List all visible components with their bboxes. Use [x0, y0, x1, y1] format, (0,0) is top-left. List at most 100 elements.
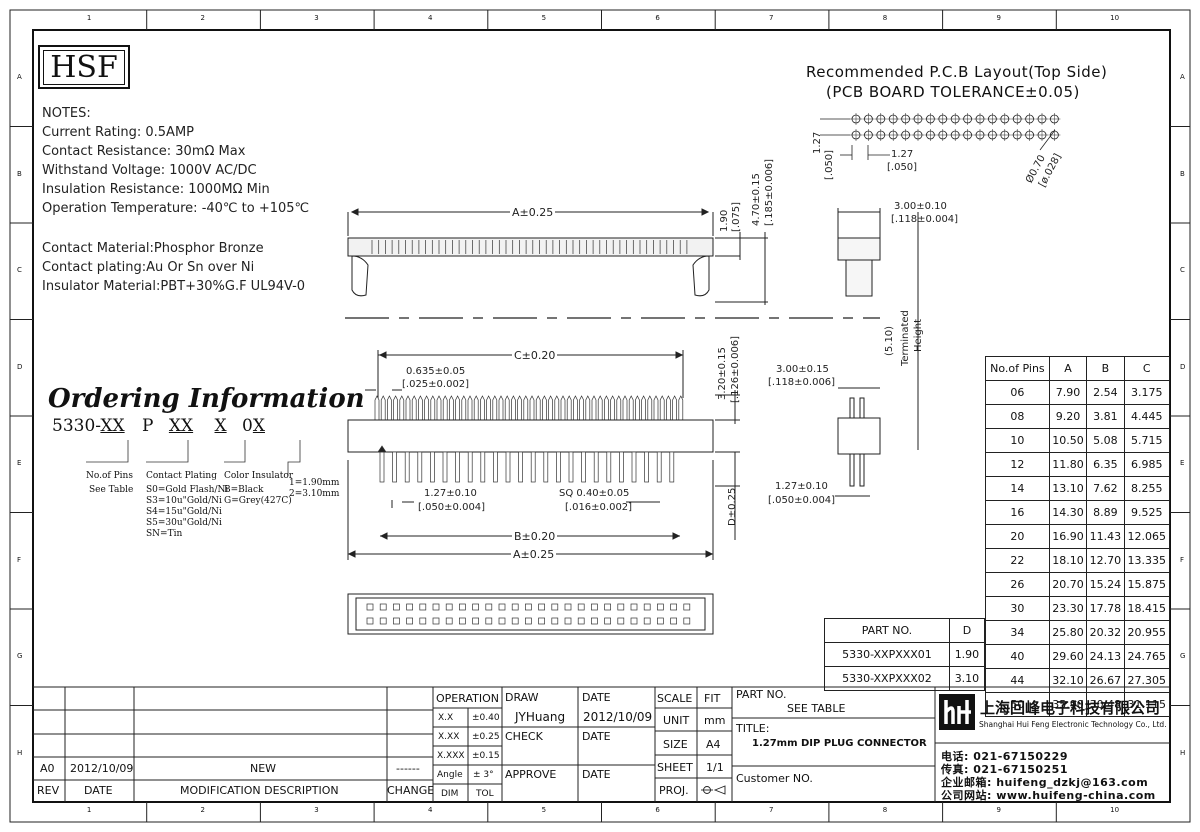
pin-table-cell: 40	[985, 644, 1050, 669]
dim-side-w-in: [.118±0.004]	[891, 214, 959, 225]
pin-table-cell: 9.525	[1123, 500, 1171, 525]
rev-row-change: ------	[396, 762, 420, 775]
lower-contact-pin	[581, 451, 586, 483]
title-label: TITLE:	[736, 722, 770, 735]
pin-table-cell: 11.80	[1048, 452, 1088, 477]
company-name-cn: 上海回峰电子科技有限公司	[980, 699, 1161, 717]
height-option: 1=1.90mm	[289, 478, 340, 488]
material-line: Contact Material:Phosphor Bronze	[42, 241, 264, 256]
tol-row-1-val: ±0.25	[472, 732, 500, 742]
logo-text: HSF	[43, 49, 125, 85]
upper-contact-pin	[591, 395, 597, 420]
pin-table-cell: 30	[985, 596, 1050, 621]
frame-column-label: 9	[996, 14, 1001, 22]
upper-contact-pin	[542, 395, 547, 420]
pins-label: No.of Pins	[86, 471, 133, 481]
frame-column-label: 6	[655, 806, 660, 814]
dim-a-bottom: A±0.25	[511, 548, 557, 561]
upper-contact-pin	[597, 395, 603, 420]
upper-contact-pin	[659, 395, 665, 420]
lower-contact-pin	[417, 451, 423, 483]
upper-contact-pin	[548, 395, 553, 420]
upper-contact-pin	[504, 395, 510, 420]
bottom-contact-hole	[498, 617, 506, 625]
upper-contact-pin	[436, 395, 442, 420]
bottom-contact-hole	[432, 603, 440, 611]
bottom-contact-hole	[445, 617, 453, 625]
frame-column-label: 7	[769, 14, 774, 22]
code-color: X	[214, 416, 227, 436]
bottom-contact-hole	[485, 603, 493, 611]
frame-column-label: 10	[1110, 14, 1120, 22]
dim-c: C±0.20	[512, 349, 558, 362]
sheet-label: SHEET	[657, 761, 693, 774]
frame-column-label: 8	[882, 14, 888, 22]
note-line: Insulation Resistance: 1000MΩ Min	[42, 182, 270, 197]
upper-contact-pin	[616, 395, 622, 420]
plating-label: Contact Plating	[146, 471, 217, 481]
upper-contact-pin	[579, 395, 584, 420]
bottom-contact-hole	[551, 603, 559, 611]
tol-row-3-val: ± 3°	[473, 770, 494, 780]
pin-table-cell: 12	[985, 452, 1050, 477]
pin-table-cell: 06	[985, 380, 1050, 405]
dim-pin-w-in: [.025±0.002]	[402, 379, 470, 390]
company-email: 企业邮箱: huifeng_dzkj@163.com	[941, 776, 1149, 789]
bottom-contact-hole	[379, 603, 387, 611]
code-type: P	[142, 416, 154, 436]
fit-label: FIT	[704, 692, 721, 705]
lower-contact-pin	[644, 451, 649, 483]
pin-table-cell: 13.335	[1123, 548, 1171, 573]
upper-contact-pin	[480, 395, 485, 420]
rev-row-date: 2012/10/09	[70, 762, 134, 775]
bottom-contact-hole	[657, 603, 664, 611]
bottom-contact-hole	[419, 603, 427, 611]
frame-row-label: F	[1180, 555, 1185, 564]
plating-option: S5=30u"Gold/Ni	[146, 518, 222, 528]
pin-table-cell: 2.54	[1086, 380, 1125, 405]
pin-table-cell: 17.78	[1086, 596, 1125, 621]
upper-contact-pin	[628, 395, 634, 420]
frame-row-label: F	[17, 555, 22, 564]
bottom-contact-hole	[459, 617, 466, 625]
lower-contact-pin	[619, 451, 624, 483]
lower-contact-pin	[392, 451, 397, 483]
upper-contact-pin	[411, 395, 417, 420]
rev-row-desc: NEW	[250, 762, 277, 775]
lower-contact-pin	[556, 451, 561, 483]
frame-column-label: 5	[541, 806, 547, 814]
lower-contact-pin	[480, 451, 486, 483]
frame-row-label: B	[17, 169, 22, 178]
dim-side-w: 3.00±0.10	[894, 201, 947, 212]
pcb-subtitle: (PCB BOARD TOLERANCE±0.05)	[826, 83, 1080, 101]
frame-row-label: H	[17, 748, 23, 757]
upper-contact-pin	[467, 395, 473, 420]
plating-option: S3=10u"Gold/Ni	[146, 496, 222, 506]
bottom-contact-hole	[643, 617, 651, 625]
lower-contact-pin	[467, 451, 473, 483]
frame-row-label: H	[1180, 748, 1186, 757]
title-value: 1.27mm DIP PLUG CONNECTOR	[752, 738, 927, 749]
lower-contact-pin	[430, 451, 435, 483]
bottom-contact-hole	[366, 603, 374, 611]
dim-b: B±0.20	[512, 530, 558, 543]
lower-contact-pin	[593, 451, 599, 483]
rev-hdr-date: DATE	[84, 784, 113, 797]
rev-hdr-desc: MODIFICATION DESCRIPTION	[180, 784, 339, 797]
pins-value: See Table	[89, 485, 134, 495]
frame-column-label: 5	[541, 14, 547, 22]
bottom-contact-hole	[591, 617, 598, 625]
upper-contact-pin	[622, 395, 628, 420]
frame-row-label: A	[1180, 73, 1185, 82]
ordering-leaders	[86, 440, 301, 476]
draw-label: DRAW	[505, 691, 539, 704]
frame-column-label: 4	[427, 806, 433, 814]
lower-contact-pin	[530, 451, 536, 483]
customer-label: Customer NO.	[736, 772, 813, 785]
draw-date-value: 2012/10/09	[583, 710, 653, 724]
pcb-pitch-h: 1.27	[891, 149, 914, 160]
bottom-contact-hole	[683, 617, 691, 625]
lower-contact-pin	[518, 451, 523, 483]
